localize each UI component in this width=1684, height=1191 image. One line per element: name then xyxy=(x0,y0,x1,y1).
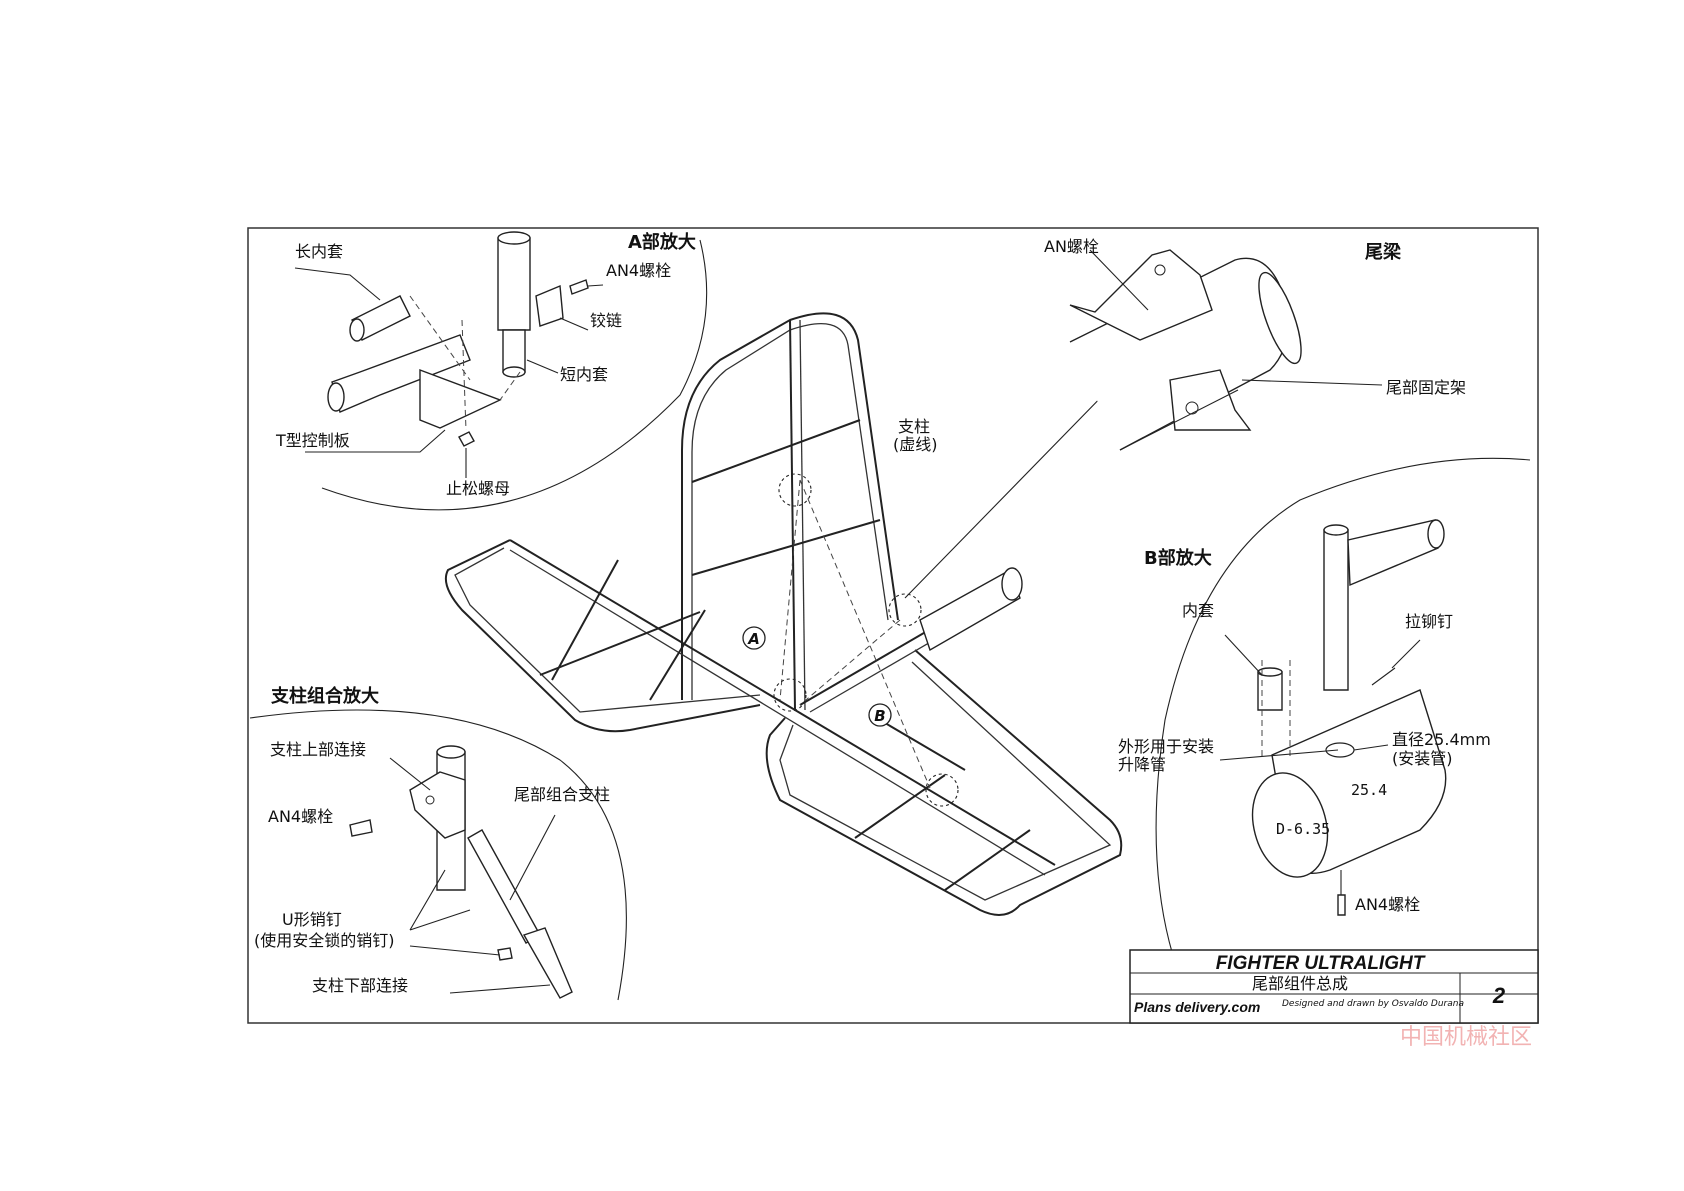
leader-tail-strut xyxy=(509,814,556,901)
label-an-bolt: AN螺栓 xyxy=(1044,237,1099,256)
label-hinge: 铰链 xyxy=(590,311,622,330)
label-lock-nut: 止松螺母 xyxy=(446,479,510,498)
title-block-site: Plans delivery.com xyxy=(1134,999,1260,1015)
label-u-pin-line1: U形销钉 xyxy=(282,910,342,929)
label-dim-25: 25.4 xyxy=(1351,781,1387,799)
label-diameter-line2: (安装管) xyxy=(1392,749,1453,768)
label-rivet: 拉铆钉 xyxy=(1405,612,1453,631)
watermark: 中国机械社区 xyxy=(1400,1025,1532,1050)
vertical-tube-part xyxy=(497,231,531,378)
leader-u-pin xyxy=(409,869,501,956)
title-block: FIGHTER ULTRALIGHT 尾部组件总成 Plans delivery… xyxy=(1129,949,1539,1024)
leader-rivet xyxy=(1391,639,1421,669)
leader-tail-bracket xyxy=(1241,379,1383,386)
marker-a: A xyxy=(742,626,766,650)
label-short-sleeve: 短内套 xyxy=(560,365,608,384)
title-block-title: FIGHTER ULTRALIGHT xyxy=(1216,953,1426,974)
label-lower-joint: 支柱下部连接 xyxy=(312,976,408,995)
strut-detail-boundary-arc xyxy=(249,709,627,1001)
leader-hinge xyxy=(559,317,589,331)
lock-nut-part xyxy=(458,431,475,447)
label-hole-line2: 升降管 xyxy=(1118,755,1166,774)
strut-dashed-lines xyxy=(779,479,931,789)
detail-a-heading: A部放大 xyxy=(628,231,696,253)
leader-hole xyxy=(1219,749,1339,761)
detail-a-boundary-arc xyxy=(321,239,708,511)
sheet-border xyxy=(247,227,1539,1024)
leader-short-sleeve xyxy=(526,359,559,374)
label-tail-strut: 尾部组合支柱 xyxy=(514,785,610,804)
tail-assembly-frame xyxy=(444,312,1123,916)
leader-t-plate xyxy=(305,429,446,453)
leader-an-bolt xyxy=(1089,249,1149,311)
title-block-subtitle: 尾部组件总成 xyxy=(1252,974,1348,993)
label-an4-bolt-b: AN4螺栓 xyxy=(1355,895,1420,914)
hinge-part xyxy=(535,284,564,327)
an4-bolt-a xyxy=(569,279,589,295)
strut-assembly-heading: 支柱组合放大 xyxy=(270,685,379,707)
leader-inner-sleeve xyxy=(1224,634,1263,676)
detail-b-heading: B部放大 xyxy=(1144,547,1212,569)
leader-lower-joint xyxy=(449,984,551,994)
label-an4-bolt-strut: AN4螺栓 xyxy=(268,807,333,826)
detail-tail-beam-heading: 尾梁 xyxy=(1365,241,1402,263)
marker-b: B xyxy=(868,703,892,727)
label-tail-bracket: 尾部固定架 xyxy=(1386,378,1466,397)
label-long-sleeve: 长内套 xyxy=(295,242,343,261)
title-block-sheet-number: 2 xyxy=(1492,983,1506,1008)
title-block-credit: Designed and drawn by Osvaldo Durana xyxy=(1282,999,1464,1009)
label-diameter-line1: 直径25.4mm xyxy=(1392,730,1491,749)
detail-strut-assembly: 支柱组合放大 支柱上部连接 AN4螺栓 尾部组合支柱 U形销钉 (使用安全锁的销… xyxy=(249,685,627,1001)
label-upper-joint: 支柱上部连接 xyxy=(270,740,366,759)
label-hole-line1: 外形用于安装 xyxy=(1118,737,1214,756)
detail-b-boundary-arc xyxy=(1155,457,1531,991)
detail-a-dashes xyxy=(409,295,521,431)
detail-a: A部放大 长内套 AN4螺栓 铰链 短内套 xyxy=(275,231,708,511)
leader-long-sleeve xyxy=(294,267,381,301)
label-an4-bolt-a: AN4螺栓 xyxy=(606,261,671,280)
label-u-pin-line2: (使用安全锁的销钉) xyxy=(254,931,395,950)
label-strut: 支柱 xyxy=(898,417,930,436)
label-inner-sleeve: 内套 xyxy=(1182,601,1214,620)
leader-upper-joint xyxy=(389,757,431,791)
t-plate-part xyxy=(327,334,502,429)
arrow-to-tail-beam xyxy=(904,384,1114,599)
detail-b: B部放大 内套 拉铆钉 外形用于安装 升降管 直径25.4mm (安装管) 25… xyxy=(1118,457,1531,991)
label-t-plate: T型控制板 xyxy=(275,431,350,450)
detail-tail-beam: 尾梁 AN螺栓 尾部固定架 xyxy=(1044,237,1466,451)
svg-text:B: B xyxy=(874,707,885,725)
label-dim-d: D-6.35 xyxy=(1276,820,1330,838)
svg-text:A: A xyxy=(747,630,760,648)
leader-diameter xyxy=(1353,744,1389,751)
long-sleeve-part xyxy=(349,295,411,342)
leader-an4-bolt-a xyxy=(587,284,604,287)
label-strut-dashed: (虚线) xyxy=(893,435,938,454)
